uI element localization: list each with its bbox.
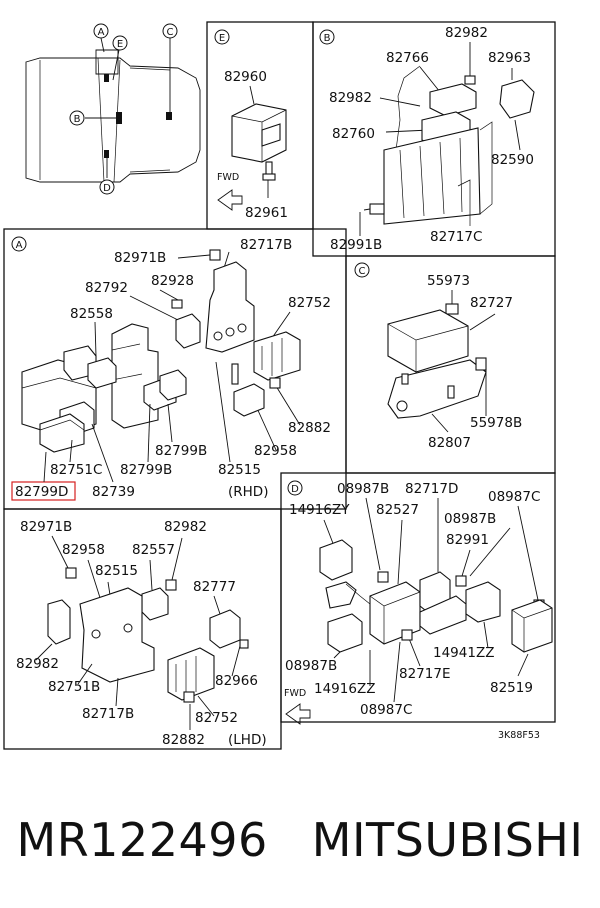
label-82751c: 82751C	[50, 462, 102, 478]
label-14941zz: 14941ZZ	[433, 645, 494, 661]
label-82515-lhd: 82515	[95, 563, 138, 579]
section-d: D 08987B 82717D 08987C 14916ZY 82527 089…	[280, 472, 556, 725]
label-82799b-upper: 82799B	[155, 443, 207, 459]
svg-text:E: E	[219, 33, 225, 44]
part-number: MR122496	[16, 813, 268, 867]
label-55978b: 55978B	[470, 415, 522, 431]
label-82515: 82515	[218, 462, 261, 478]
label-82717e: 82717E	[399, 666, 450, 682]
label-82966: 82966	[215, 673, 258, 689]
label-82958-lhd: 82958	[62, 542, 105, 558]
section-a-lhd: 82971B 82982 82958 82557 82515 82777 829…	[3, 508, 282, 750]
label-82777: 82777	[193, 579, 236, 595]
label-82752-lhd: 82752	[195, 710, 238, 726]
label-08987b-top: 08987B	[337, 481, 389, 497]
svg-text:FWD: FWD	[284, 688, 306, 699]
parts-diagram: A E C B D E 82960 82961 FWD	[3, 21, 556, 750]
section-a: A 82971B 82717B 82792 82928 82752 82558 …	[3, 228, 347, 510]
label-82739: 82739	[92, 484, 135, 500]
label-82882: 82882	[288, 420, 331, 436]
label-82991b: 82991B	[330, 237, 382, 253]
label-82807: 82807	[428, 435, 471, 451]
svg-text:D: D	[291, 484, 299, 495]
label-82958: 82958	[254, 443, 297, 459]
label-82982: 82982	[329, 90, 372, 106]
label-08987b-bottom: 08987B	[285, 658, 337, 674]
label-82751b: 82751B	[48, 679, 100, 695]
label-82982-lhd: 82982	[16, 656, 59, 672]
label-82971b: 82971B	[114, 250, 166, 266]
label-82971b-lhd: 82971B	[20, 519, 72, 535]
label-82590: 82590	[491, 152, 534, 168]
svg-text:B: B	[74, 114, 81, 125]
label-82882-lhd: 82882	[162, 732, 205, 748]
label-82717c: 82717C	[430, 229, 482, 245]
label-08987b-right: 08987B	[444, 511, 496, 527]
label-82799b-lower: 82799B	[120, 462, 172, 478]
car-callout-a: A	[93, 23, 109, 39]
label-82717b: 82717B	[240, 237, 292, 253]
variant-rhd: (RHD)	[228, 484, 268, 500]
label-82982-top: 82982	[445, 25, 488, 41]
car-callout-c: C	[162, 23, 178, 39]
label-82717d: 82717D	[405, 481, 458, 497]
label-82557: 82557	[132, 542, 175, 558]
label-08987c-bottom: 08987C	[360, 702, 412, 718]
label-82963: 82963	[488, 50, 531, 66]
svg-text:B: B	[324, 33, 331, 44]
label-82752: 82752	[288, 295, 331, 311]
highlight-box	[11, 481, 76, 501]
section-e: E 82960 82961 FWD	[206, 21, 314, 230]
label-82792: 82792	[85, 280, 128, 296]
svg-text:A: A	[16, 240, 23, 251]
label-82982-lhd-top: 82982	[164, 519, 207, 535]
label-82527: 82527	[376, 502, 419, 518]
label-82717b-lhd: 82717B	[82, 706, 134, 722]
diagram-code: 3K88F53	[498, 730, 540, 741]
car-callout-e: E	[112, 35, 128, 51]
brand-name: MITSUBISHI	[311, 813, 584, 867]
label-55973: 55973	[427, 273, 470, 289]
car-callout-b: B	[69, 110, 85, 126]
label-82928: 82928	[151, 273, 194, 289]
car-overview: A E C B D	[25, 23, 201, 195]
label-82991: 82991	[446, 532, 489, 548]
svg-text:E: E	[117, 39, 123, 50]
label-14916zy: 14916ZY	[289, 502, 350, 518]
svg-text:A: A	[98, 27, 105, 38]
car-callout-d: D	[99, 179, 115, 195]
label-82960: 82960	[224, 69, 267, 85]
label-82760: 82760	[332, 126, 375, 142]
variant-lhd: (LHD)	[228, 732, 267, 748]
label-82961: 82961	[245, 205, 288, 221]
label-82519: 82519	[490, 680, 533, 696]
label-82799d: 82799D	[15, 484, 68, 500]
svg-text:C: C	[359, 266, 366, 277]
svg-text:FWD: FWD	[217, 172, 239, 183]
section-b: B 82982 82766 82963 82982 82760 82590 82…	[312, 21, 556, 257]
svg-text:C: C	[167, 27, 174, 38]
footer: MR122496 MITSUBISHI	[0, 800, 600, 880]
label-82766: 82766	[386, 50, 429, 66]
label-14916zz: 14916ZZ	[314, 681, 375, 697]
label-08987c-top: 08987C	[488, 489, 540, 505]
section-c: C 55973 82727 55978B 82807	[345, 255, 556, 474]
label-82558: 82558	[70, 306, 113, 322]
svg-text:D: D	[103, 183, 111, 194]
label-82727: 82727	[470, 295, 513, 311]
